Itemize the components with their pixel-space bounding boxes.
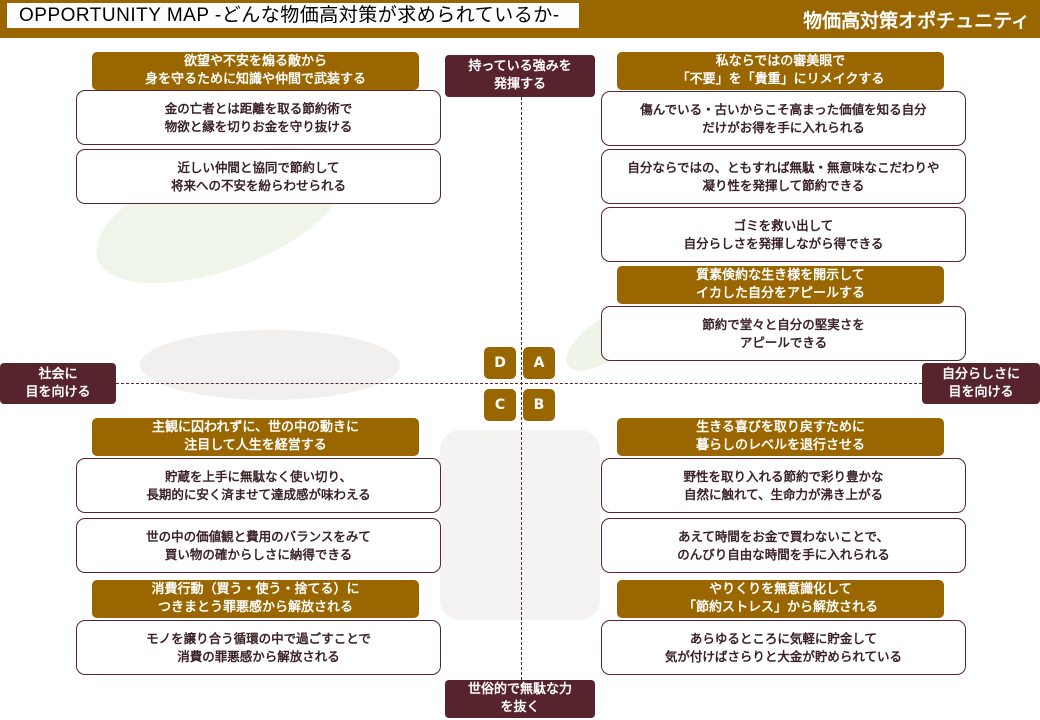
background-coins xyxy=(140,330,400,400)
opportunity-card: 傷んでいる・古いからこそ高まった価値を知る自分 だけがお得を手に入れられる xyxy=(601,91,966,146)
opportunity-card: あらゆるところに気軽に貯金して 気が付けばさらりと大金が貯められている xyxy=(601,620,966,675)
quadrant-d-label: D xyxy=(484,347,516,379)
opportunity-card: 貯蔵を上手に無駄なく使い切り、 長期的に安く済ませて達成感が味わえる xyxy=(76,458,441,513)
opportunity-card: 自分ならではの、ともすれば無駄・無意味なこだわりや 凝り性を発揮して節約できる xyxy=(601,149,966,204)
opportunity-card: 金の亡者とは距離を取る節約術で 物欲と縁を切りお金を守り抜ける xyxy=(76,90,441,145)
group-heading: 生きる喜びを取り戻すために 暮らしのレベルを退行させる xyxy=(617,418,944,456)
quadrant-c-label: C xyxy=(484,389,516,421)
opportunity-card: モノを譲り合う循環の中で過ごすことで 消費の罪悪感から解放される xyxy=(76,620,441,675)
background-leaf xyxy=(79,118,361,312)
opportunity-card: 近しい仲間と協同で節約して 将来への不安を紛らわせられる xyxy=(76,149,441,204)
quadrant-b-label: B xyxy=(523,389,555,421)
quadrant-a-label: A xyxy=(523,347,555,379)
background-coin-stack xyxy=(440,430,600,620)
opportunity-card: 節約で堂々と自分の堅実さを アピールできる xyxy=(601,306,966,361)
header-bar: OPPORTUNITY MAP -どんな物価高対策が求められているか- 物価高対… xyxy=(0,0,1040,38)
axis-right-label: 自分らしさに 目を向ける xyxy=(922,363,1040,404)
group-heading: 質素倹約な生き様を開示して イカした自分をアピールする xyxy=(617,266,944,304)
page-subtitle: 物価高対策オポチュニティ xyxy=(803,10,1030,32)
axis-bottom-label: 世俗的で無駄な力 を抜く xyxy=(445,680,595,718)
opportunity-card: 野性を取り入れる節約で彩り豊かな 自然に触れて、生命力が沸き上がる xyxy=(601,458,966,513)
opportunity-card: 世の中の価値観と費用のバランスをみて 買い物の確からしさに納得できる xyxy=(76,518,441,573)
axis-left-label: 社会に 目を向ける xyxy=(0,363,116,404)
opportunity-card: ゴミを救い出して 自分らしさを発揮しながら得できる xyxy=(601,207,966,262)
horizontal-axis-line xyxy=(116,383,922,384)
group-heading: 消費行動（買う・使う・捨てる）に つきまとう罪悪感から解放される xyxy=(92,580,419,618)
opportunity-card: あえて時間をお金で買わないことで、 のんびり自由な時間を手に入れられる xyxy=(601,518,966,573)
group-heading: 私ならではの審美眼で 「不要」を「貴重」にリメイクする xyxy=(617,52,944,90)
page-title: OPPORTUNITY MAP -どんな物価高対策が求められているか- xyxy=(7,3,579,28)
group-heading: 主観に囚われずに、世の中の動きに 注目して人生を経営する xyxy=(92,418,419,456)
axis-top-label: 持っている強みを 発揮する xyxy=(445,55,595,97)
group-heading: やりくりを無意識化して 「節約ストレス」から解放される xyxy=(617,580,944,618)
vertical-axis-line xyxy=(521,97,522,680)
group-heading: 欲望や不安を煽る敵から 身を守るために知識や仲間で武装する xyxy=(92,52,419,90)
